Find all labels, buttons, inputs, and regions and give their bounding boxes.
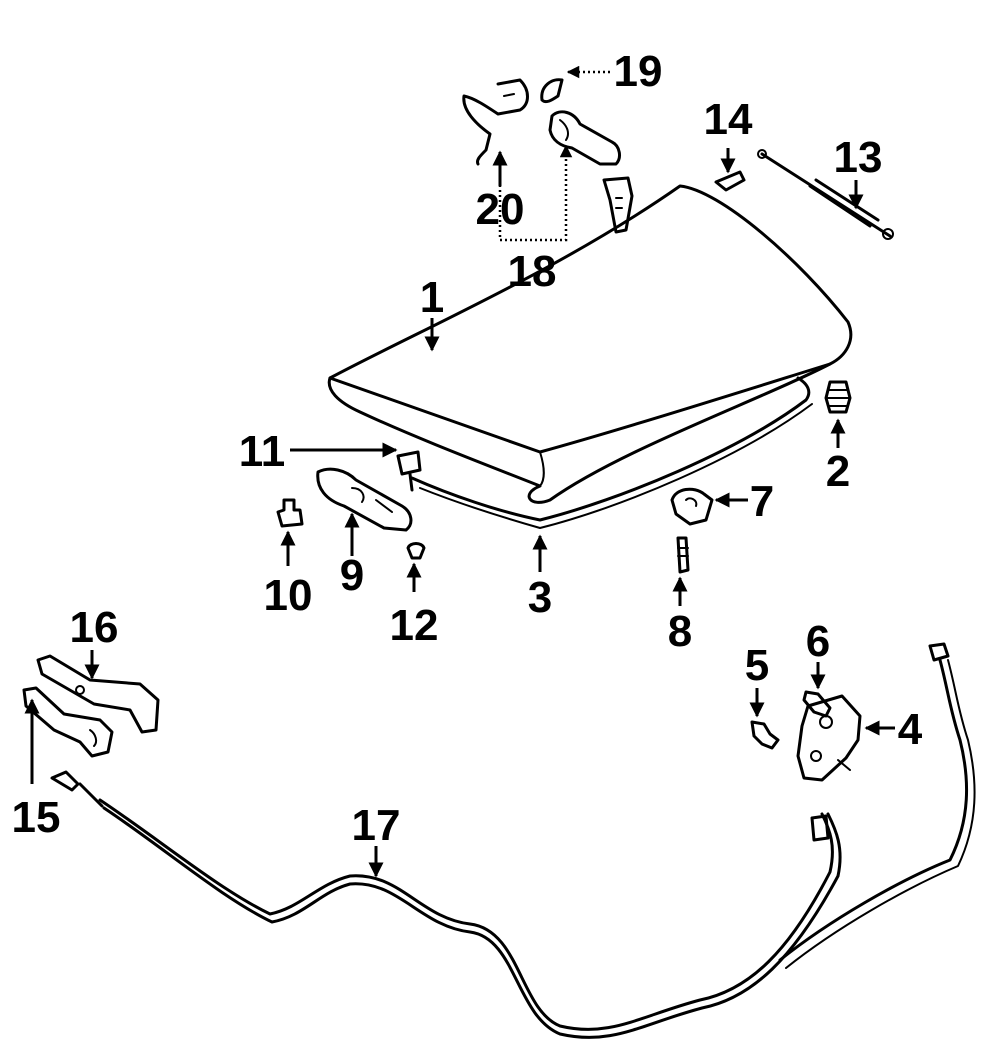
callout-4: 4	[898, 705, 923, 754]
clip-part	[714, 170, 746, 192]
bolt-11-part	[396, 450, 422, 492]
striker-part	[670, 487, 714, 526]
callout-9: 9	[340, 551, 364, 600]
callout-19: 19	[614, 47, 663, 96]
lock-cylinder-part	[548, 110, 634, 234]
callout-13: 13	[834, 133, 883, 182]
leader-18	[498, 144, 573, 242]
leader-lines	[24, 65, 895, 878]
callout-labels: 1 2 3 4 5 6 7 8 9 10 11 12 13 14 15 16 1…	[12, 47, 923, 850]
lock-rod-part	[462, 78, 529, 166]
callout-14: 14	[704, 95, 753, 144]
callout-12: 12	[390, 601, 439, 650]
callout-1: 1	[420, 273, 444, 322]
bolt-8-part	[676, 536, 690, 574]
release-lever-part	[22, 686, 114, 758]
bolt-6-part	[802, 690, 832, 718]
callout-16: 16	[70, 603, 119, 652]
callout-2: 2	[826, 447, 850, 496]
callout-20: 20	[476, 185, 525, 234]
handle-part	[316, 467, 413, 532]
weatherstrip-part	[410, 376, 813, 529]
bolt-5-part	[750, 720, 780, 750]
callout-8: 8	[668, 607, 692, 656]
support-rod-part	[757, 149, 894, 240]
trunk-lid-part	[327, 184, 853, 504]
callout-5: 5	[745, 641, 769, 690]
grommet-part	[406, 542, 426, 560]
release-cable-part	[50, 642, 976, 1039]
fastener-10-part	[276, 498, 304, 528]
callout-3: 3	[528, 573, 552, 622]
callout-6: 6	[806, 617, 830, 666]
bumper-stop-part	[824, 380, 852, 414]
lock-retainer-part	[540, 78, 564, 104]
callout-11: 11	[239, 427, 286, 476]
callout-7: 7	[750, 477, 774, 526]
callout-15: 15	[12, 793, 61, 842]
release-bracket-part	[36, 654, 160, 734]
callout-10: 10	[264, 571, 313, 620]
callout-17: 17	[352, 801, 401, 850]
callout-18: 18	[508, 247, 557, 296]
